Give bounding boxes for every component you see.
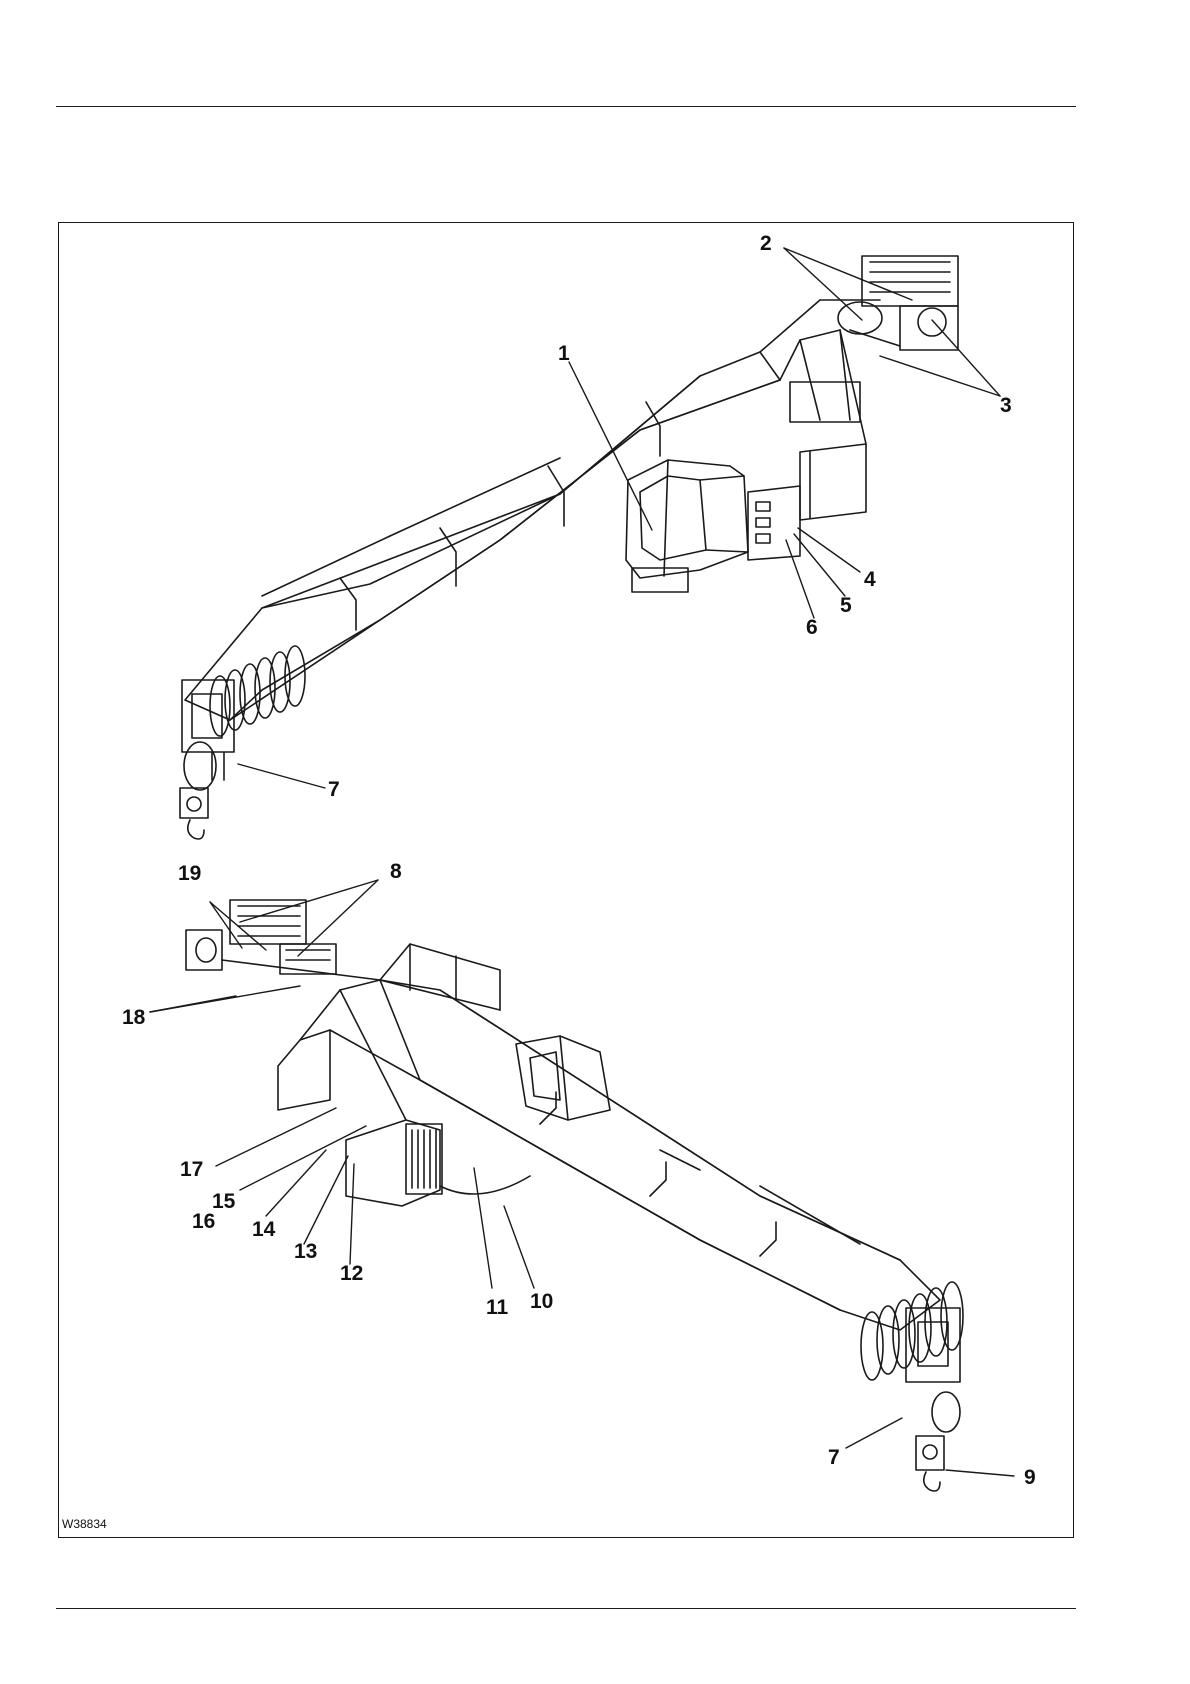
callout-14: 14 xyxy=(252,1218,276,1241)
callout-5: 5 xyxy=(840,594,852,617)
callout-2: 2 xyxy=(760,232,772,255)
lower-railing xyxy=(380,944,500,1010)
callout-1: 1 xyxy=(558,342,570,365)
upper-winches xyxy=(838,256,958,350)
callout-13: 13 xyxy=(294,1240,317,1263)
upper-boom-head xyxy=(182,646,305,780)
callout-7-upper: 7 xyxy=(328,778,340,801)
callout-9: 9 xyxy=(1024,1466,1036,1489)
callout-12: 12 xyxy=(340,1262,363,1285)
lower-boom-head xyxy=(861,1282,963,1432)
lower-hook-block xyxy=(916,1436,944,1491)
callout-19: 19 xyxy=(178,862,201,885)
callout-11: 11 xyxy=(486,1296,509,1319)
lower-superstructure xyxy=(278,980,530,1206)
upper-hook-block xyxy=(180,742,216,839)
control-boxes xyxy=(748,444,866,560)
callout-4: 4 xyxy=(864,568,876,591)
callout-8: 8 xyxy=(390,860,402,883)
lower-winches xyxy=(186,900,380,980)
upper-superstructure xyxy=(760,300,880,444)
callout-17: 17 xyxy=(180,1158,203,1181)
callout-6: 6 xyxy=(806,616,818,639)
upper-boom xyxy=(185,352,780,720)
leader-lines xyxy=(150,248,1014,1476)
callout-10: 10 xyxy=(530,1290,553,1313)
callout-3: 3 xyxy=(1000,394,1012,417)
callout-15: 15 xyxy=(212,1190,236,1213)
lower-boom xyxy=(380,980,940,1330)
callout-7-lower: 7 xyxy=(828,1446,840,1469)
operator-cab xyxy=(626,460,748,592)
callout-labels: 1 2 3 4 5 6 7 8 9 10 11 12 13 14 15 16 1… xyxy=(122,232,1036,1489)
callout-18: 18 xyxy=(122,1006,146,1029)
callout-16: 16 xyxy=(192,1210,215,1233)
